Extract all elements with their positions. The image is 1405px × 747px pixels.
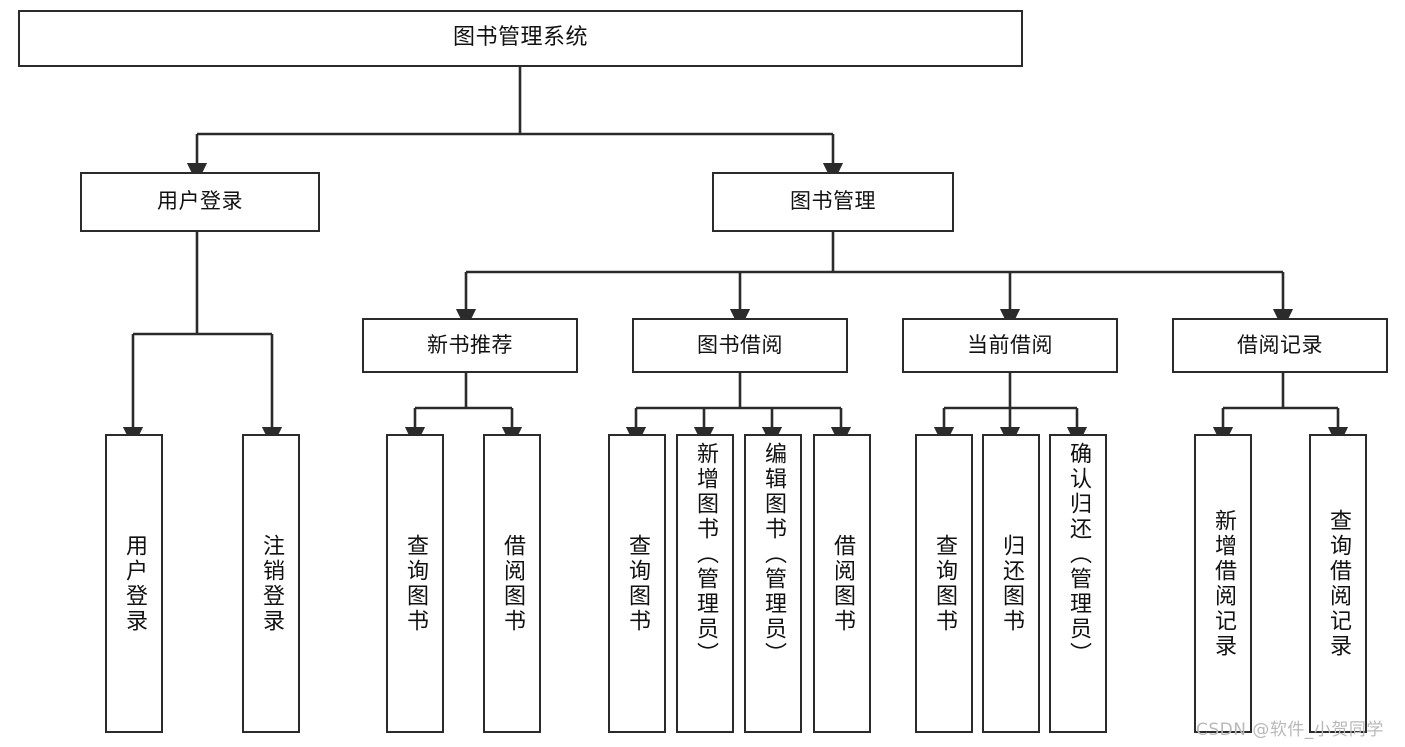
node-book-management[interactable]: 图书管理 xyxy=(712,172,954,232)
leaf-br-add-record[interactable]: 新增借阅记录 xyxy=(1194,434,1252,733)
leaf-cb-confirm-return-admin[interactable]: 确认归还（管理员） xyxy=(1049,434,1107,733)
leaf-bb-query-book[interactable]: 查询图书 xyxy=(608,434,666,733)
node-borrow-record[interactable]: 借阅记录 xyxy=(1172,318,1388,373)
node-label: 用户登录 xyxy=(122,533,147,634)
node-label: 归还图书 xyxy=(999,533,1024,634)
node-label: 查询图书 xyxy=(403,533,428,634)
node-label: 查询图书 xyxy=(625,533,650,634)
node-new-book-recommend[interactable]: 新书推荐 xyxy=(362,318,578,373)
node-label: 借阅图书 xyxy=(830,533,855,634)
node-label: 借阅记录 xyxy=(1237,332,1323,357)
node-label: 借阅图书 xyxy=(500,533,525,634)
leaf-bb-edit-book-admin[interactable]: 编辑图书（管理员） xyxy=(744,434,802,733)
node-user-login[interactable]: 用户登录 xyxy=(80,172,320,232)
node-label: 图书管理系统 xyxy=(452,25,588,51)
node-label: 注销登录 xyxy=(259,533,284,634)
node-label: 新书推荐 xyxy=(427,332,513,357)
node-label: 查询图书 xyxy=(932,533,957,634)
leaf-nb-query-book[interactable]: 查询图书 xyxy=(386,434,444,733)
node-label: 图书借阅 xyxy=(697,332,783,357)
node-root-book-management-system[interactable]: 图书管理系统 xyxy=(18,10,1023,67)
node-label: 图书管理 xyxy=(790,189,876,214)
node-label: 查询借阅记录 xyxy=(1326,508,1351,659)
node-current-borrow[interactable]: 当前借阅 xyxy=(902,318,1118,373)
leaf-cb-query-book[interactable]: 查询图书 xyxy=(915,434,973,733)
leaf-bb-borrow-book[interactable]: 借阅图书 xyxy=(813,434,871,733)
node-label: 新增图书（管理员） xyxy=(693,442,718,667)
node-book-borrow[interactable]: 图书借阅 xyxy=(632,318,848,373)
leaf-bb-add-book-admin[interactable]: 新增图书（管理员） xyxy=(676,434,734,733)
leaf-cb-return-book[interactable]: 归还图书 xyxy=(982,434,1040,733)
leaf-logout[interactable]: 注销登录 xyxy=(242,434,300,733)
node-label: 当前借阅 xyxy=(967,332,1053,357)
leaf-user-login[interactable]: 用户登录 xyxy=(105,434,163,733)
node-label: 编辑图书（管理员） xyxy=(761,442,786,667)
node-label: 用户登录 xyxy=(157,189,243,214)
node-label: 确认归还（管理员） xyxy=(1066,442,1091,667)
node-label: 新增借阅记录 xyxy=(1211,508,1236,659)
leaf-br-query-record[interactable]: 查询借阅记录 xyxy=(1309,434,1367,733)
leaf-nb-borrow-book[interactable]: 借阅图书 xyxy=(483,434,541,733)
